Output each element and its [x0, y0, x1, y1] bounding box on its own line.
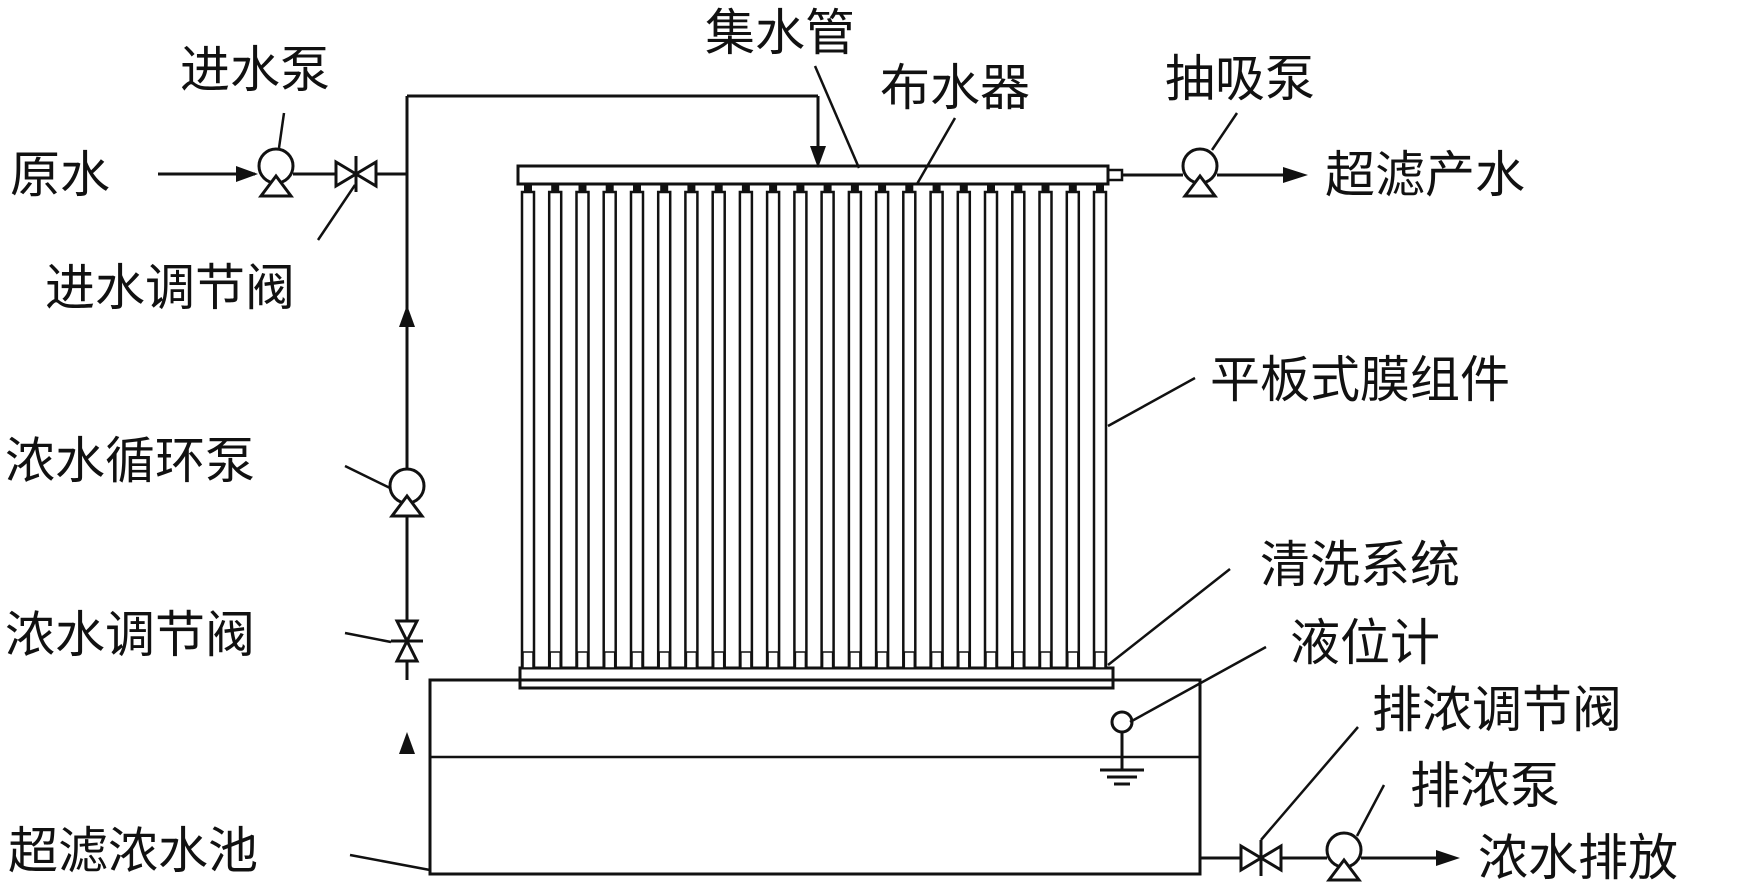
- bottom-manifold-bar: [518, 666, 1115, 690]
- membrane-plate: [547, 184, 563, 670]
- membrane-plate: [902, 184, 917, 670]
- membrane-plate: [602, 184, 617, 670]
- inlet-pump-symbol: [257, 147, 295, 198]
- membrane-module: [516, 164, 1124, 690]
- inlet-valve-symbol: [334, 156, 378, 192]
- discharge-valve-symbol: [1239, 840, 1283, 876]
- membrane-plates: [520, 184, 1108, 670]
- product-arrow: [1283, 167, 1308, 183]
- membrane-plate: [711, 184, 726, 670]
- discharge-pump-symbol: [1325, 831, 1363, 882]
- label-level-meter: 液位计: [1290, 614, 1440, 672]
- downcomer-arrow: [810, 146, 826, 168]
- membrane-plate: [656, 184, 672, 670]
- membrane-plate: [765, 184, 781, 670]
- concentrate-tank-body: [428, 678, 1202, 876]
- membrane-plate: [629, 184, 645, 670]
- label-membrane-module: 平板式膜组件: [1210, 351, 1510, 409]
- membrane-plate: [575, 184, 590, 670]
- label-concentrate-valve: 浓水调节阀: [5, 606, 255, 664]
- membrane-plate: [738, 184, 754, 670]
- membrane-plate: [983, 184, 999, 670]
- label-suction-pump: 抽吸泵: [1165, 50, 1315, 108]
- label-collector-pipe: 集水管: [705, 4, 855, 62]
- label-inlet-valve: 进水调节阀: [45, 259, 295, 317]
- membrane-plate: [1011, 184, 1026, 670]
- membrane-plate: [929, 184, 944, 670]
- raw-water-arrow: [236, 166, 258, 182]
- label-concentrate-tank: 超滤浓水池: [8, 822, 258, 880]
- collector-pipe-bar: [516, 164, 1110, 186]
- membrane-plate: [1092, 184, 1108, 670]
- membrane-plate: [820, 184, 835, 670]
- discharge-arrow: [1436, 850, 1460, 866]
- label-inlet-pump: 进水泵: [180, 41, 330, 99]
- leader-lines: [277, 65, 1386, 872]
- label-cleaning-system: 清洗系统: [1260, 536, 1460, 594]
- collector-outlet-stub: [1106, 168, 1124, 182]
- riser-arrow-lower: [399, 732, 415, 754]
- membrane-plate: [874, 184, 890, 670]
- label-discharge-valve: 排浓调节阀: [1372, 681, 1622, 739]
- membrane-plate: [1038, 184, 1053, 670]
- label-uf-product: 超滤产水: [1325, 146, 1525, 204]
- label-discharge-pump: 排浓泵: [1410, 757, 1560, 815]
- label-recirc-pump: 浓水循环泵: [5, 432, 255, 490]
- membrane-plate: [684, 184, 699, 670]
- label-distributor: 布水器: [880, 59, 1030, 117]
- label-raw-water: 原水: [10, 146, 110, 204]
- membrane-plate: [1065, 184, 1081, 670]
- membrane-plate: [847, 184, 863, 670]
- membrane-plate: [520, 184, 536, 670]
- recirc-pump-symbol: [388, 467, 426, 518]
- suction-pump-symbol: [1181, 147, 1219, 198]
- concentrate-valve-symbol: [391, 619, 423, 663]
- riser-arrow-upper: [399, 305, 415, 327]
- membrane-plate: [956, 184, 972, 670]
- level-meter-symbol: [1100, 710, 1144, 786]
- label-concentrate-discharge: 浓水排放: [1478, 829, 1678, 887]
- membrane-plate: [793, 184, 808, 670]
